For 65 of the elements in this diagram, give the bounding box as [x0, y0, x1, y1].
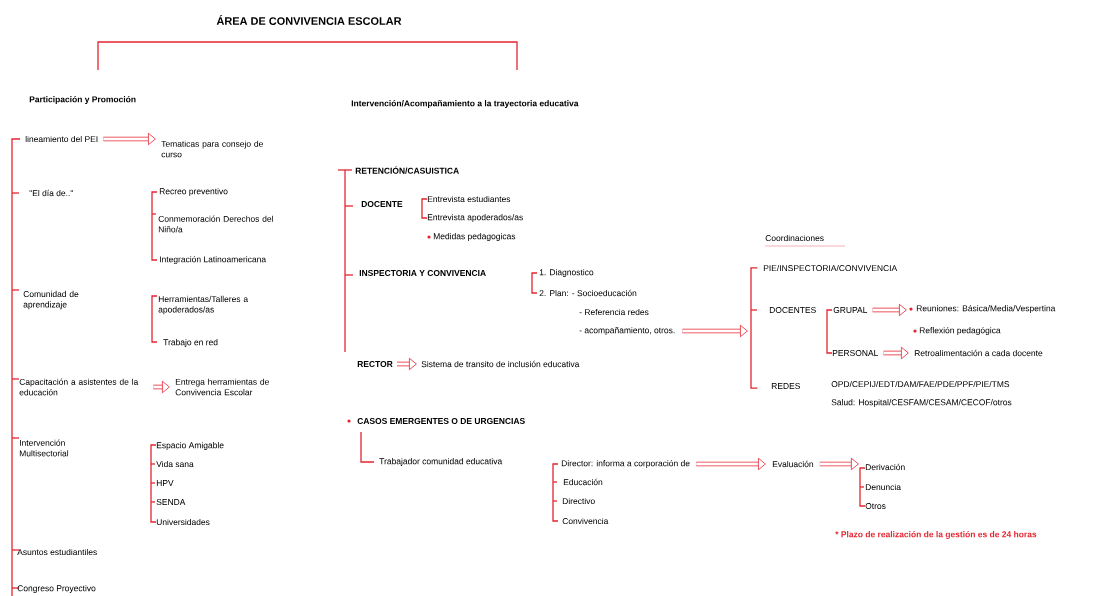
text-label: Vida sana: [156, 460, 194, 468]
text-item: Derivación: [865, 463, 905, 471]
text-label: Asuntos estudiantiles: [17, 548, 97, 556]
bracket: [750, 267, 759, 389]
text-label: 1. Diagnostico: [539, 269, 594, 277]
text-item: RECTOR: [357, 361, 393, 367]
text-item: PERSONAL: [832, 350, 879, 356]
text-item: Evaluación: [772, 460, 814, 468]
text-label: Reflexión pedagógica: [919, 327, 1001, 335]
text-label: Integración Latinoamericana: [160, 256, 267, 264]
text-label: Herramientas/Talleres a apoderados/as: [158, 295, 249, 315]
text-label: Otros: [865, 503, 886, 509]
text-label: Denuncia: [865, 483, 901, 491]
note: * Plazo de realización de la gestión es de 24 horas: [835, 531, 1037, 539]
text-item: lineamiento del PEI: [25, 135, 98, 143]
text-label: Medidas pedagogicas: [433, 233, 516, 241]
arrow: [872, 303, 907, 317]
text-item: Entrega herramientas de Convivencia Escolar: [175, 378, 269, 396]
heading: Participación y Promoción: [29, 96, 136, 104]
text-label: SENDA: [156, 499, 186, 505]
text-label: Conmemoración Derechos del Niño/a: [158, 215, 273, 233]
text-label: Entrevista apoderados/as: [427, 214, 523, 222]
arrow: [883, 346, 909, 360]
arrow: [819, 457, 859, 471]
text-label: Convivencia: [562, 517, 609, 525]
title: ÁREA DE CONVIVENCIA ESCOLAR: [216, 15, 402, 25]
text-label: Trabajo en red: [163, 339, 218, 347]
arrow: [103, 132, 156, 146]
text-label: PIE/INSPECTORIA/CONVIVENCIA: [763, 264, 898, 272]
text-label: Salud: Hospital/CESFAM/CESAM/CECOF/otros: [831, 399, 1012, 407]
text-label: Universidades: [156, 518, 210, 526]
text-label: Coordinaciones: [765, 234, 824, 242]
arrow: [397, 357, 417, 371]
heading: Intervención/Acompañamiento a la trayectoria educativa: [351, 100, 579, 108]
heading: CASOS EMERGENTES O DE URGENCIAS: [357, 418, 525, 424]
text-label: "El día de..": [29, 189, 73, 197]
text-label: Espacio Amigable: [156, 442, 224, 450]
arrow: [153, 380, 170, 394]
text-label: Trabajador comunidad educativa: [379, 458, 503, 466]
text-item: Reuniones: Básica/Media/Vespertina: [916, 305, 1056, 313]
text-item: Tematicas para consejo de curso: [161, 140, 263, 158]
text-label: - Referencia redes: [579, 308, 649, 316]
text-item: - acompañamiento, otros.: [579, 327, 675, 335]
heading: INSPECTORIA Y CONVIVENCIA: [359, 270, 486, 276]
text-label: 2. Plan: - Socioeducación: [539, 289, 637, 297]
text-label: Recreo preventivo: [159, 188, 228, 196]
text-label: Intervención Multisectorial: [19, 439, 69, 457]
arrow: [696, 457, 766, 471]
text-label: Entrevista estudiantes: [427, 195, 511, 203]
arrow: [682, 324, 748, 338]
text-item: Director: informa a corporación de: [561, 460, 690, 468]
text-label: Comunidad de aprendizaje: [23, 290, 79, 310]
text-label: HPV: [156, 480, 174, 486]
heading: DOCENTE: [361, 201, 403, 207]
text-label: OPD/CEPIJ/EDT/DAM/FAE/PDE/PPF/PIE/TMS: [831, 380, 1010, 388]
text-item: Sistema de transito de inclusión educativa: [421, 360, 580, 368]
text-label: Educación: [563, 478, 603, 486]
text-label: REDES: [771, 383, 800, 389]
heading: RETENCIÓN/CASUISTICA: [355, 166, 459, 174]
text-label: Directivo: [562, 497, 595, 505]
text-item: DOCENTES: [769, 307, 816, 313]
text-label: Congreso Proyectivo: [17, 585, 96, 593]
text-item: Retroalimentación a cada docente: [914, 349, 1043, 357]
text-item: Capacitación a asistentes de la educación: [19, 378, 139, 396]
text-item: GRUPAL: [833, 307, 868, 313]
